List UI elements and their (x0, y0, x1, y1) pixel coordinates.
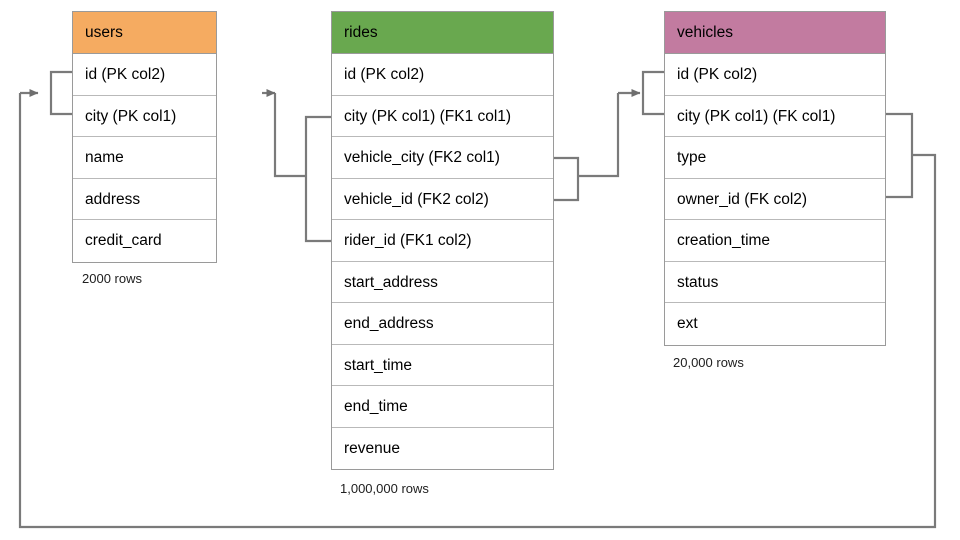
table-vehicles-row-count: 20,000 rows (673, 355, 744, 370)
edge-rides-fk1-to-users (262, 89, 331, 243)
edge-users-left-bracket (49, 70, 72, 116)
table-rides-row-count: 1,000,000 rows (340, 481, 429, 496)
table-vehicles-header: vehicles (665, 12, 885, 54)
table-rides-column-vehicle-id[interactable]: vehicle_id (FK2 col2) (332, 178, 553, 220)
table-rides-column-start-time[interactable]: start_time (332, 344, 553, 386)
table-rides-column-end-address[interactable]: end_address (332, 303, 553, 345)
table-vehicles-column-owner-id[interactable]: owner_id (FK col2) (665, 178, 885, 220)
table-rides-column-end-time[interactable]: end_time (332, 386, 553, 428)
table-vehicles-column-ext[interactable]: ext (665, 303, 885, 345)
table-vehicles-column-city[interactable]: city (PK col1) (FK col1) (665, 95, 885, 137)
table-vehicles[interactable]: vehicles id (PK col2) city (PK col1) (FK… (664, 11, 886, 346)
table-users-column-credit-card[interactable]: credit_card (73, 220, 216, 262)
table-users[interactable]: users id (PK col2) city (PK col1) name a… (72, 11, 217, 263)
table-users-column-address[interactable]: address (73, 178, 216, 220)
table-rides-column-start-address[interactable]: start_address (332, 261, 553, 303)
table-users-column-name[interactable]: name (73, 137, 216, 179)
table-rides-column-city[interactable]: city (PK col1) (FK1 col1) (332, 95, 553, 137)
table-vehicles-column-creation-time[interactable]: creation_time (665, 220, 885, 262)
table-rides[interactable]: rides id (PK col2) city (PK col1) (FK1 c… (331, 11, 554, 470)
table-rides-column-vehicle-city[interactable]: vehicle_city (FK2 col1) (332, 137, 553, 179)
table-vehicles-column-type[interactable]: type (665, 137, 885, 179)
table-rides-column-id[interactable]: id (PK col2) (332, 54, 553, 96)
table-users-column-city[interactable]: city (PK col1) (73, 95, 216, 137)
edge-vehicles-left-bracket (641, 70, 664, 116)
table-users-header: users (73, 12, 216, 54)
table-rides-header: rides (332, 12, 553, 54)
table-rides-column-revenue[interactable]: revenue (332, 427, 553, 469)
table-users-row-count: 2000 rows (82, 271, 142, 286)
table-rides-column-rider-id[interactable]: rider_id (FK1 col2) (332, 220, 553, 262)
table-vehicles-column-status[interactable]: status (665, 261, 885, 303)
table-vehicles-column-id[interactable]: id (PK col2) (665, 54, 885, 96)
edge-rides-fk2-to-vehicles (554, 89, 641, 202)
table-users-column-id[interactable]: id (PK col2) (73, 54, 216, 96)
